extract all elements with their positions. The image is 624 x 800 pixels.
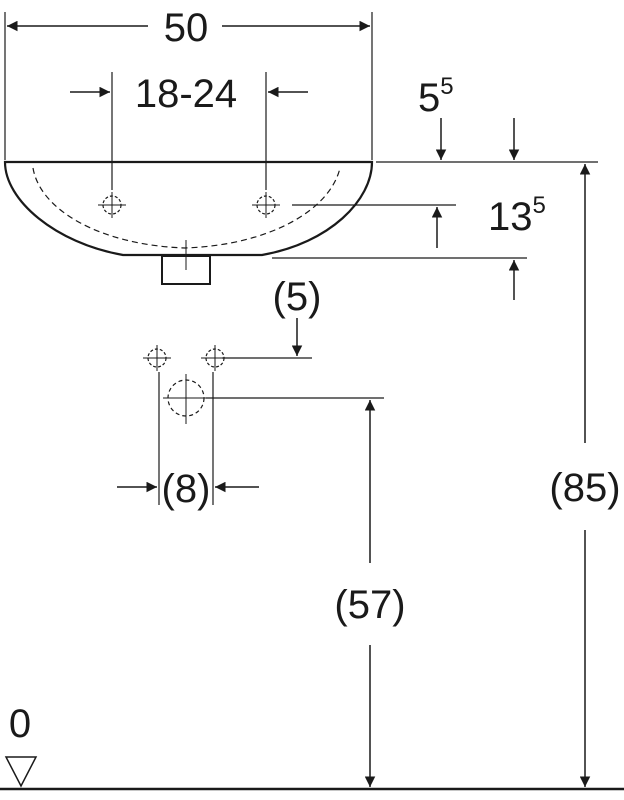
floor-level-marker: 0 xyxy=(4,702,38,788)
supply-offset-label: (5) xyxy=(273,275,322,319)
floor-level-label: 0 xyxy=(9,702,31,746)
basin-depth-label: 135 xyxy=(488,192,546,239)
dimension-basin-depth: 135 xyxy=(272,192,546,300)
dimension-rim-height: (85) xyxy=(549,164,621,787)
basin-outline xyxy=(3,160,374,285)
drain-connection xyxy=(163,374,209,424)
tap-hole-left xyxy=(98,192,126,218)
dimension-supply-spacing: (8) xyxy=(117,372,259,511)
width-label: 50 xyxy=(164,6,209,50)
supply-connection-left xyxy=(143,345,171,371)
supply-spacing-label: (8) xyxy=(162,467,211,511)
tap-spacing-label: 18-24 xyxy=(135,72,237,116)
tap-hole-right xyxy=(252,192,280,218)
dimension-width: 50 xyxy=(4,6,373,160)
rim-offset-label: 55 xyxy=(418,73,454,120)
dimension-tap-spacing: 18-24 xyxy=(70,72,308,190)
drain-height-label: (57) xyxy=(334,583,405,627)
dimension-rim-offset: 55 xyxy=(376,73,598,163)
dimension-supply-offset: (5) xyxy=(222,275,322,359)
level-triangle-icon xyxy=(4,756,38,788)
dimension-drain-height: (57) xyxy=(206,397,406,787)
rim-height-label: (85) xyxy=(549,466,620,510)
